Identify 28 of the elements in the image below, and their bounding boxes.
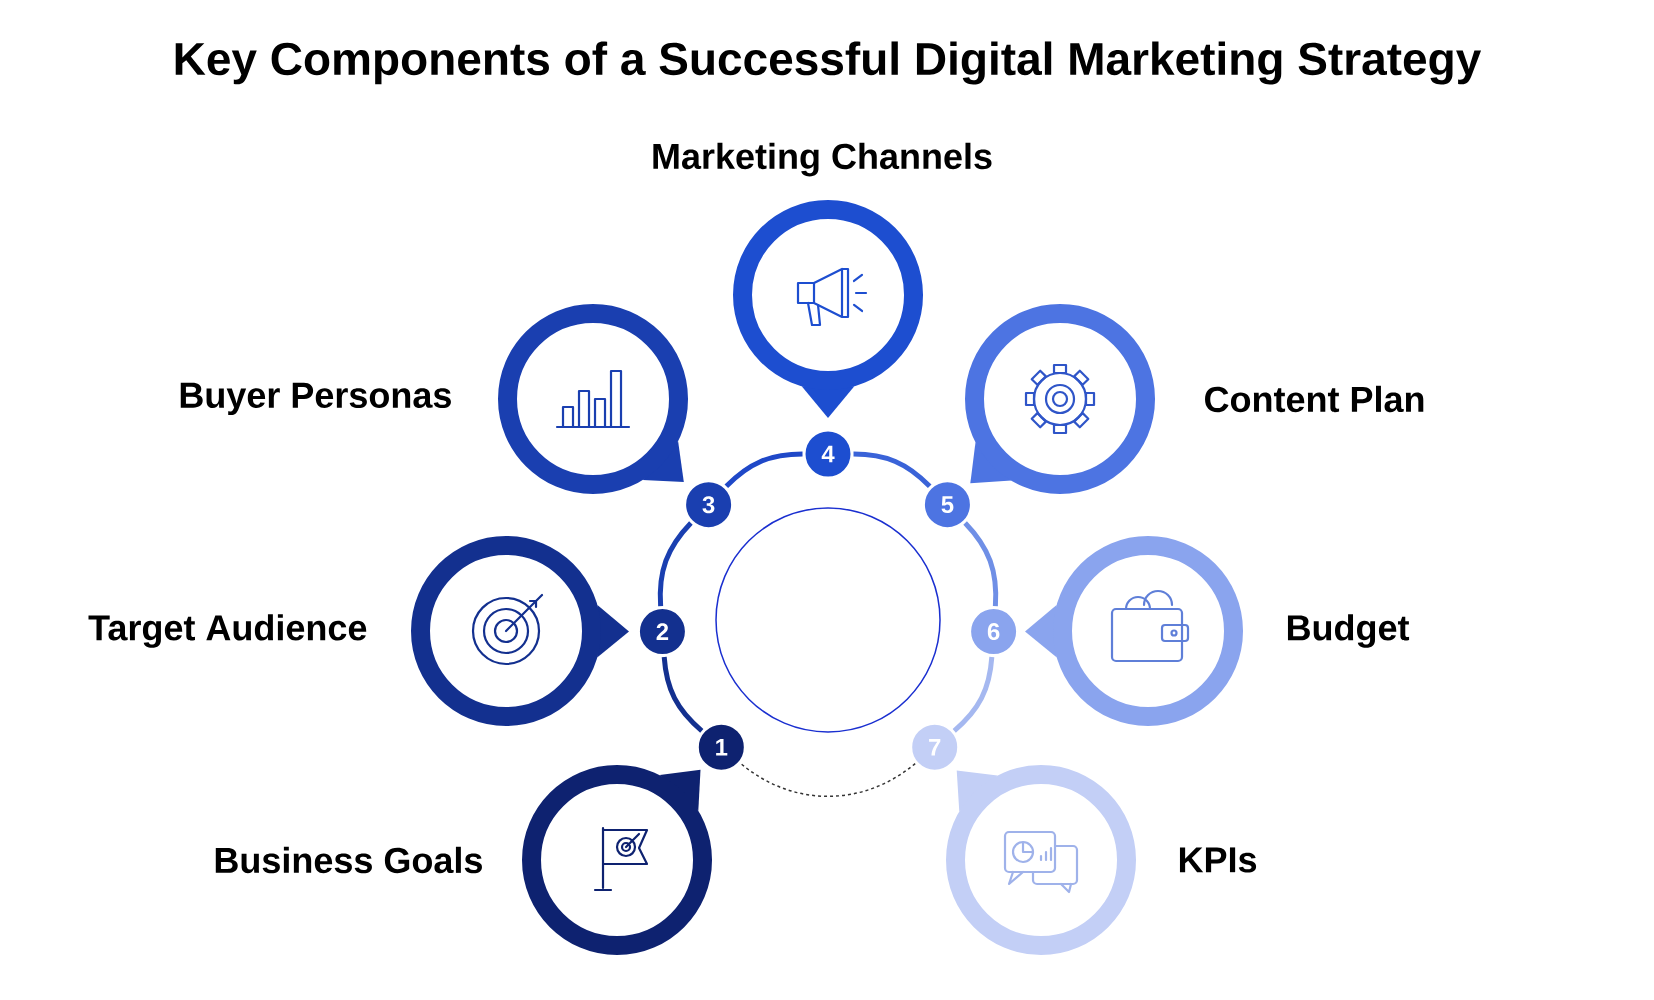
pin-circle: [733, 200, 923, 418]
item-label: Business Goals: [215, 846, 482, 874]
ring-segment: [853, 451, 932, 489]
title: Key Components of a Successful Digital Marketing Strategy: [175, 41, 1482, 85]
ring-segment: [657, 521, 693, 607]
ring-segment: [963, 521, 999, 607]
ring-segment: [724, 451, 803, 489]
pin-circle: [411, 536, 629, 726]
number-badge: 2: [636, 606, 688, 658]
number-badge: 7: [909, 721, 961, 773]
item-label: Buyer Personas: [180, 382, 451, 416]
pin-circle: [946, 765, 1136, 955]
number-badge: 1: [695, 721, 747, 773]
item-label: Budget: [1287, 614, 1410, 648]
pin-circle: [1025, 536, 1243, 726]
item-label: Content Plan: [1205, 385, 1424, 413]
number-badge: 3: [683, 479, 735, 531]
center-circle: [715, 507, 941, 733]
item-label: KPIs: [1179, 847, 1257, 873]
number-badge: 5: [921, 479, 973, 531]
number-badge: 6: [968, 606, 1020, 658]
item-label: Target Audience: [88, 614, 367, 648]
item-label: Marketing Channels: [653, 142, 992, 177]
ring-segment: [740, 762, 916, 798]
number-badge: 4: [802, 428, 854, 480]
ring-segment: [661, 656, 704, 733]
pin-circle: [522, 765, 712, 955]
ring-segment: [952, 656, 995, 733]
